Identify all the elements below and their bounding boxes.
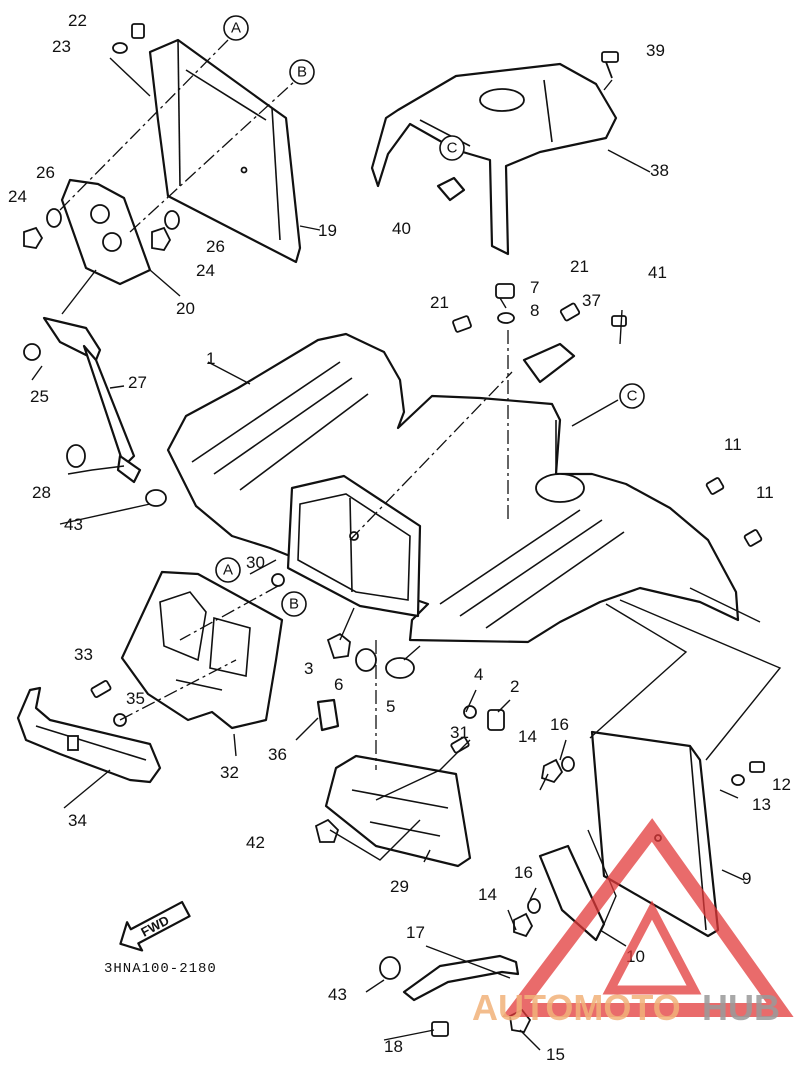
reference-circle xyxy=(281,591,307,617)
top-cover-38 xyxy=(370,62,618,256)
reference-circle xyxy=(215,557,241,583)
callout-22: 22 xyxy=(68,11,87,30)
watermark-text-automoto: AUTOMOTO xyxy=(472,987,681,1028)
reference-letter-text: B xyxy=(289,596,299,613)
callout-28: 28 xyxy=(32,483,51,502)
stay-bar-27 xyxy=(42,316,142,484)
callout-13: 13 xyxy=(752,795,771,814)
callout-34: 34 xyxy=(68,811,87,830)
callout-6: 6 xyxy=(334,675,343,694)
reference-letter-b: B xyxy=(289,59,315,85)
reference-letter-text: B xyxy=(297,64,307,81)
callout-11: 11 xyxy=(756,483,774,502)
leader-lines xyxy=(31,37,782,1051)
callout-5: 5 xyxy=(386,697,395,716)
callout-41: 41 xyxy=(648,263,667,282)
callout-21: 21 xyxy=(570,257,589,276)
reference-letter-text: C xyxy=(447,140,458,157)
callout-23: 23 xyxy=(52,37,71,56)
callout-11: 11 xyxy=(724,435,742,454)
reference-letter-c: C xyxy=(439,135,465,161)
callout-33: 33 xyxy=(74,645,93,664)
callout-18: 18 xyxy=(384,1037,403,1056)
watermark-logo: AUTOMOTO HUB xyxy=(472,818,794,1028)
callout-24: 24 xyxy=(8,187,27,206)
watermark-triangle xyxy=(501,818,794,1017)
callout-29: 29 xyxy=(390,877,409,896)
reference-circle xyxy=(619,383,645,409)
latch-36 xyxy=(316,698,340,732)
callout-30: 30 xyxy=(246,553,265,572)
bracket-plate-20 xyxy=(60,178,152,286)
callout-43: 43 xyxy=(328,985,347,1004)
forward-direction-arrow: FWD xyxy=(119,900,191,952)
callout-35: 35 xyxy=(126,689,145,708)
callout-19: 19 xyxy=(318,221,337,240)
callout-25: 25 xyxy=(30,387,49,406)
callout-14: 14 xyxy=(478,885,497,904)
callout-14: 14 xyxy=(518,727,537,746)
callout-31: 31 xyxy=(450,723,469,742)
headlight-housing xyxy=(286,474,422,618)
watermark-inner-triangle xyxy=(602,900,702,995)
front-fender-1 xyxy=(166,332,740,644)
callout-37: 37 xyxy=(582,291,601,310)
callout-26: 26 xyxy=(36,163,55,182)
callout-24: 24 xyxy=(196,261,215,280)
reference-letter-c: C xyxy=(619,383,645,409)
hardware xyxy=(23,23,765,1037)
clip-40 xyxy=(436,176,466,202)
reference-letter-text: A xyxy=(223,562,233,579)
reference-circle xyxy=(223,15,249,41)
callout-38: 38 xyxy=(650,161,669,180)
callout-40: 40 xyxy=(392,219,411,238)
callout-2: 2 xyxy=(510,677,519,696)
reference-circle xyxy=(439,135,465,161)
callout-36: 36 xyxy=(268,745,287,764)
reference-letter-a: A xyxy=(215,557,241,583)
reference-circle xyxy=(289,59,315,85)
headlight-guard-32 xyxy=(120,570,284,730)
callout-21: 21 xyxy=(430,293,449,312)
callout-9: 9 xyxy=(742,869,751,888)
diagram-code: 3HNA100-2180 xyxy=(104,961,217,977)
reference-letter-text: C xyxy=(627,388,638,405)
under-panel-29 xyxy=(324,754,472,868)
callout-42: 42 xyxy=(246,833,265,852)
reference-letter-a: A xyxy=(223,15,249,41)
callout-3: 3 xyxy=(304,659,313,678)
reference-letter-b: B xyxy=(281,591,307,617)
bumper-bar-34 xyxy=(16,686,162,784)
callout-43: 43 xyxy=(64,515,83,534)
reference-letter-text: A xyxy=(231,20,241,37)
callout-16: 16 xyxy=(514,863,533,882)
callout-1: 1 xyxy=(206,349,215,368)
callout-16: 16 xyxy=(550,715,569,734)
stay-17 xyxy=(402,954,520,1002)
reference-letters: A A B B C C xyxy=(215,15,645,617)
callout-8: 8 xyxy=(530,301,539,320)
side-panel-19 xyxy=(148,38,302,264)
callout-12: 12 xyxy=(772,775,791,794)
callout-20: 20 xyxy=(176,299,195,318)
callout-27: 27 xyxy=(128,373,147,392)
watermark-text-hub: HUB xyxy=(702,987,780,1028)
callout-7: 7 xyxy=(530,278,539,297)
callout-4: 4 xyxy=(474,665,483,684)
callout-32: 32 xyxy=(220,763,239,782)
callout-39: 39 xyxy=(646,41,665,60)
callout-15: 15 xyxy=(546,1045,565,1064)
callout-26: 26 xyxy=(206,237,225,256)
callout-17: 17 xyxy=(406,923,425,942)
grommet-37 xyxy=(522,342,576,384)
